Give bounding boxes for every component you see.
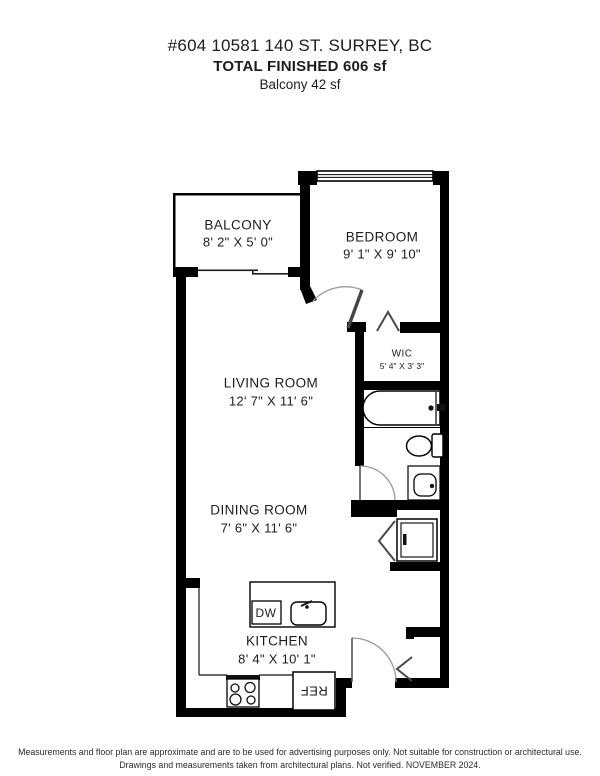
dishwasher-label: DW [255,606,277,620]
bedroom-door-icon [312,286,364,329]
refrigerator-label: REF [300,683,328,699]
living-room-dimensions: 12' 7" X 11' 6" [228,393,314,409]
wic-label: WIC [391,348,413,360]
kitchen-sink-icon [290,600,327,626]
page-title: #604 10581 140 ST. SURREY, BC [167,36,433,55]
living-room-label: LIVING ROOM [223,375,319,391]
bathroom-door-icon [359,465,396,501]
dishwasher-icon [251,600,282,625]
balcony-sliding-door-icon [198,269,288,275]
refrigerator-icon [292,671,336,711]
entry-door-icon [351,637,397,683]
laundry-bifold-door-icon [377,520,396,562]
vanity-sink-icon [407,465,441,501]
toilet-icon [405,433,444,458]
balcony-area: Balcony 42 sf [259,77,341,92]
balcony-label: BALCONY [204,217,272,233]
bathtub-icon [362,390,445,428]
dining-room-label: DINING ROOM [210,502,308,518]
stove-icon [226,675,260,708]
walls [173,171,449,717]
total-finished-area: TOTAL FINISHED 606 sf [213,58,387,75]
bedroom-label: BEDROOM [345,229,419,245]
disclaimer-line-2: Drawings and measurements taken from arc… [119,760,481,770]
bedroom-window-icon [316,170,434,182]
disclaimer-line-1: Measurements and floor plan are approxim… [18,747,582,757]
washer-dryer-icon [396,518,438,562]
wic-bifold-door-icon [376,310,400,332]
balcony-railing [173,193,300,269]
wic-dimensions: 5' 4" X 3' 3" [379,361,425,371]
dining-room-dimensions: 7' 6" X 11' 6" [220,520,298,536]
balcony-dimensions: 8' 2" X 5' 0" [202,234,274,250]
kitchen-counter-lines [198,588,293,676]
kitchen-dimensions: 8' 4" X 10' 1" [238,651,316,667]
kitchen-label: KITCHEN [245,633,309,649]
bedroom-dimensions: 9' 1" X 9' 10" [343,246,421,262]
entry-closet-bifold-door-icon [395,656,413,682]
